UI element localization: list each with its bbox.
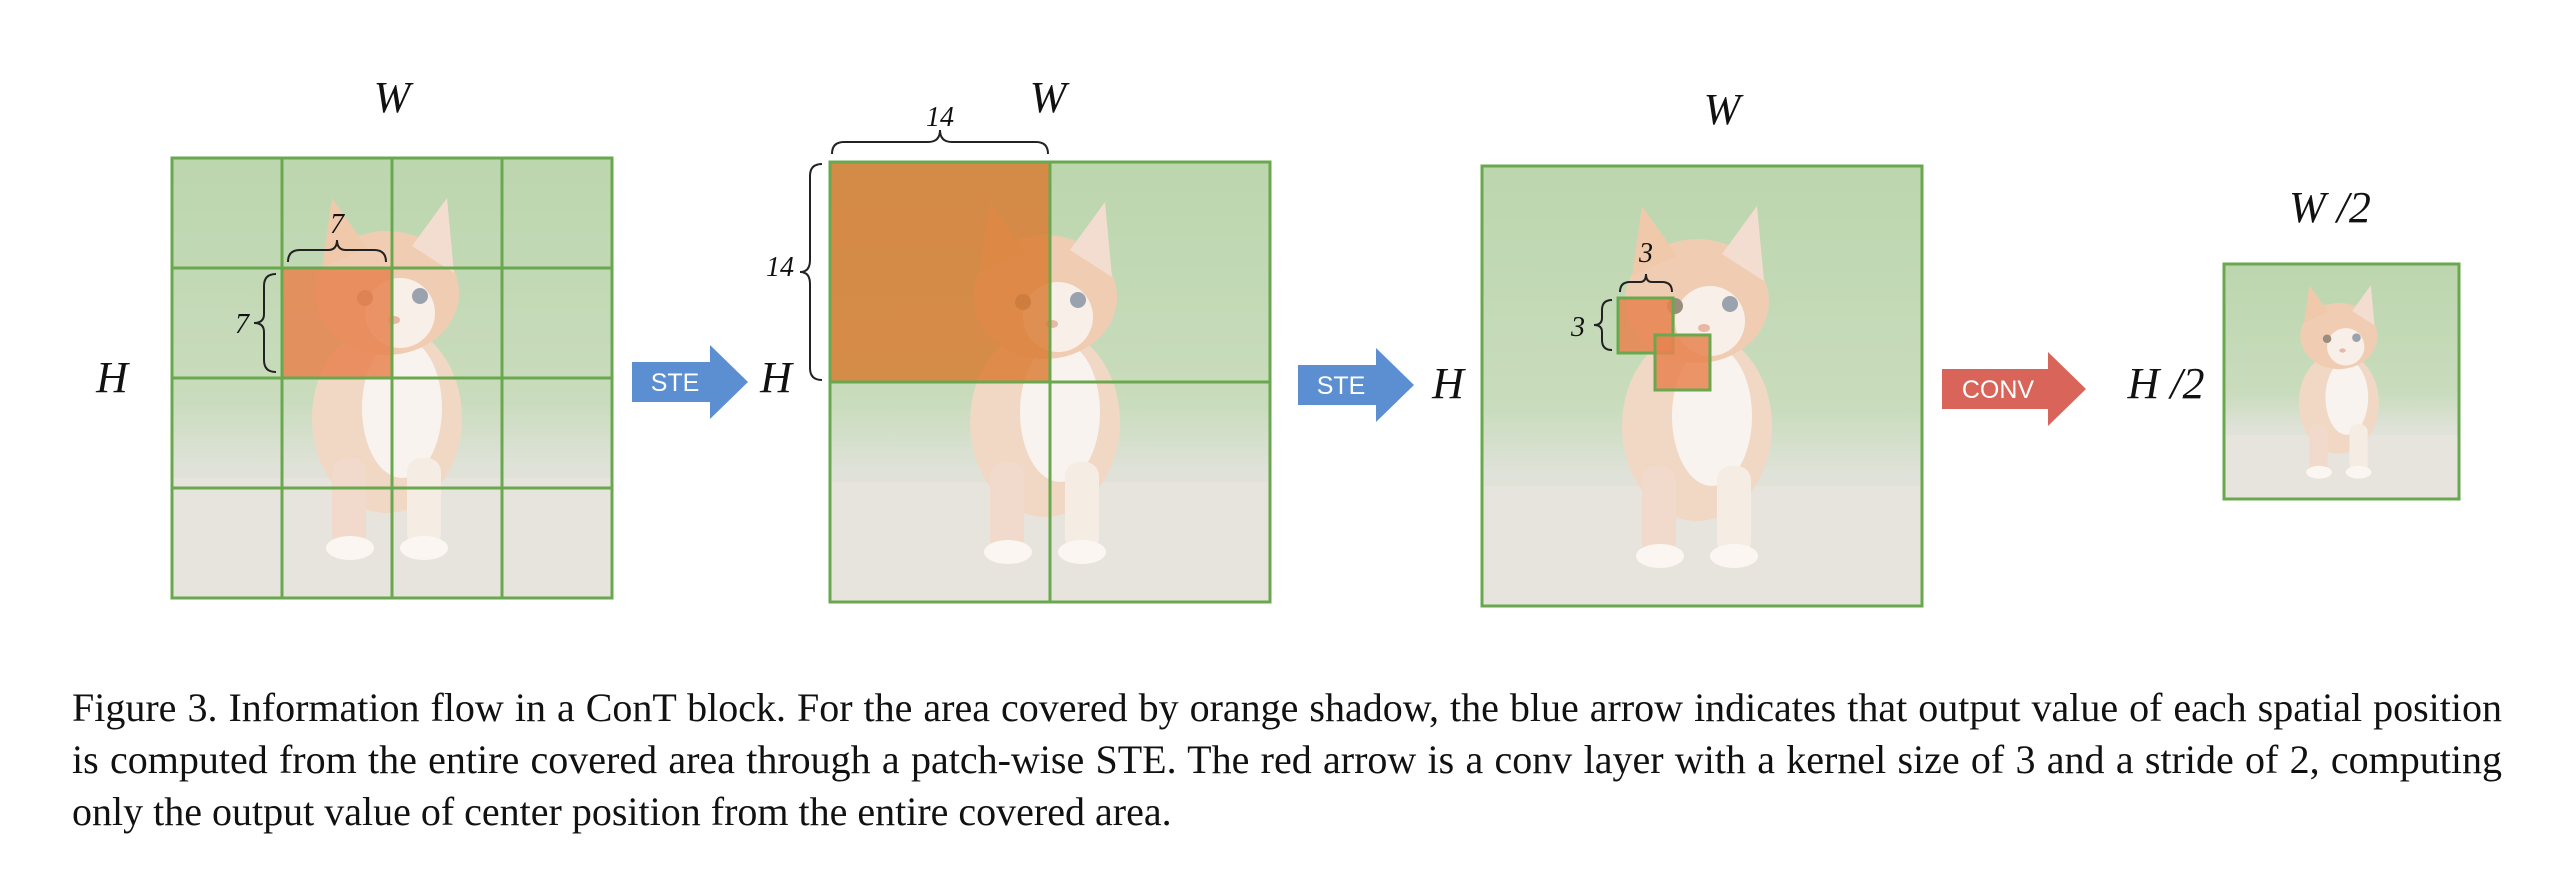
brace-top — [831, 129, 1049, 155]
brace-left — [799, 163, 823, 381]
grid — [170, 156, 614, 600]
arrow-label: STE — [651, 369, 700, 397]
figure-caption: Figure 3. Information flow in a ConT blo… — [72, 685, 2502, 834]
brace-top — [287, 239, 387, 263]
arrow-label: STE — [1317, 372, 1366, 400]
brace-left — [1593, 299, 1613, 351]
panel-4: W /2 H /2 — [2127, 183, 2461, 501]
arrow-ste-1: STE — [632, 345, 748, 419]
kernel-label-top: 3 — [1638, 238, 1653, 269]
width-label: W — [1704, 85, 1744, 134]
panel-2: 14 14 W H — [759, 73, 1272, 604]
height-label: H /2 — [2127, 359, 2205, 408]
height-label: H — [95, 353, 130, 402]
patch-label-top: 7 — [330, 209, 345, 240]
patch-highlight — [282, 268, 392, 378]
height-label: H — [759, 353, 794, 402]
arrow-conv: CONV — [1942, 352, 2086, 426]
brace-top — [1619, 273, 1673, 293]
width-label: W — [374, 73, 414, 122]
patch-highlight — [830, 162, 1050, 382]
patch-label-top: 14 — [926, 102, 954, 133]
figure: 7 7 W H STE 14 14 W H STE 3 — [95, 73, 2461, 608]
arrow-ste-2: STE — [1298, 348, 1414, 422]
width-label: W /2 — [2289, 183, 2371, 232]
arrow-label: CONV — [1962, 376, 2035, 404]
panel-1: 7 7 W H — [95, 73, 614, 600]
width-label: W — [1030, 73, 1070, 122]
grid — [828, 160, 1272, 604]
patch-label-left: 7 — [235, 309, 250, 340]
panel-border — [1480, 164, 1924, 608]
height-label: H — [1431, 359, 1466, 408]
kernel-window-2 — [1653, 333, 1712, 392]
patch-label-left: 14 — [766, 252, 794, 283]
brace-left — [253, 273, 277, 373]
panel-border — [2222, 262, 2461, 501]
kernel-label-left: 3 — [1570, 312, 1585, 343]
panel-3: 3 3 W H — [1431, 85, 1924, 608]
